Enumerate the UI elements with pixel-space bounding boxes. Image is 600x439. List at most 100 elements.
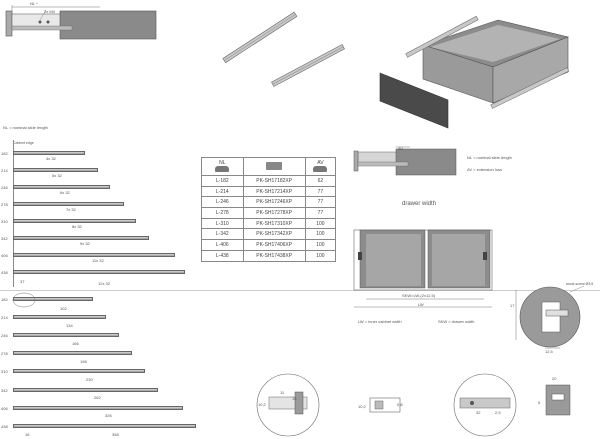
cabinet-edge-line: [13, 140, 14, 287]
row-nl: 246: [1, 185, 8, 190]
row-nl: 438: [1, 424, 8, 429]
cell-article: PK-SH17342XP: [242, 228, 306, 241]
slide-bar: [13, 369, 145, 373]
slide-bar: [13, 297, 93, 301]
rails-illustration: [222, 11, 345, 87]
slide-bar: [13, 236, 149, 240]
cell-av: 77: [304, 196, 337, 209]
cell-av: 77: [304, 207, 337, 219]
col-nl: NL: [201, 157, 244, 176]
row-nl: 214: [1, 315, 8, 320]
screw-label: 2x M4: [44, 9, 55, 14]
section-dim-b: 12,5: [545, 349, 553, 354]
row-nl: 246: [1, 333, 8, 338]
row-nl: 182: [1, 151, 8, 156]
cabinet-edge-label: Cabinet edge: [13, 141, 34, 145]
c1-dim-b: 18: [292, 396, 297, 401]
slide-bar: [13, 168, 98, 172]
slide-bar: [13, 185, 110, 189]
detail-circle-marker: [12, 292, 36, 308]
row-nl: 310: [1, 219, 8, 224]
cell-nl: L-182: [201, 175, 244, 187]
c4-dim-b: 5: [538, 400, 541, 405]
row-dim: 134: [66, 323, 73, 328]
c2-dim-a: 10,2: [358, 404, 366, 409]
c1-dim-c: 10,2: [258, 402, 266, 407]
detail-screw-4: [545, 384, 571, 416]
row-nl: 278: [1, 351, 8, 356]
row-dim: 12x 32: [98, 281, 111, 286]
row-dim: 230: [86, 377, 93, 382]
cell-av: 100: [304, 228, 337, 241]
slide-bar: [13, 202, 124, 206]
slide-bar: [13, 270, 185, 274]
nl-legend-right: NL = nominal slide length: [467, 155, 512, 160]
row-nl: 214: [1, 168, 8, 173]
row-dim: 7x 32: [66, 207, 76, 212]
cell-article: PK-SH17214XP: [242, 185, 306, 198]
cell-nl: L-310: [201, 217, 244, 230]
cell-article: PK-SH17438XP: [242, 249, 306, 262]
row-dim: 5x 32: [52, 173, 62, 178]
cell-av: 77: [304, 185, 337, 198]
slide-bar: [13, 388, 158, 392]
av-legend-right: AV = extension loss: [467, 167, 502, 172]
cell-nl: L-214: [201, 185, 244, 198]
slide-side-view: [5, 5, 157, 40]
col-nl-label: NL: [219, 159, 226, 166]
detail-slot-2: [369, 397, 401, 413]
cell-article: PK-SH17278XP: [242, 207, 306, 219]
c2-dim-b: 0,8: [397, 402, 403, 407]
skw-definition: SKW = drawer width: [438, 319, 475, 324]
av-mark: AV: [398, 146, 404, 151]
slide-bar: [13, 315, 106, 319]
row-dim: 358: [112, 432, 119, 437]
row-nl: 342: [1, 236, 8, 241]
extension-loss-diagram: [353, 146, 457, 176]
drawer-front-view: [353, 229, 493, 308]
slide-bar: [13, 351, 132, 355]
first-offset: 37: [20, 279, 25, 284]
folder-icon: [266, 161, 283, 170]
slide-icon: [313, 165, 328, 172]
cell-nl: L-406: [201, 239, 244, 251]
row-dim: 4x 32: [46, 156, 56, 161]
section-divider: [0, 290, 600, 291]
row-dim: 102: [60, 306, 67, 311]
row-nl: 342: [1, 388, 8, 393]
slide-bar: [13, 151, 85, 155]
section-dim-a: 17: [510, 303, 515, 308]
skw-formula: SKW=LW-(2x12,5): [402, 293, 436, 298]
row-nl: 406: [1, 406, 8, 411]
table-header-row: NL AV: [201, 157, 337, 176]
cell-article: PK-SH17182XP: [242, 175, 306, 187]
row-dim: 9x 32: [80, 241, 90, 246]
cell-av: 100: [304, 217, 337, 230]
cell-av: 62: [304, 175, 337, 187]
slide-bar: [13, 219, 136, 223]
row-dim: 262: [94, 395, 101, 400]
row-dim: 166: [72, 341, 79, 346]
nl-legend-left: NL = nominal slide length: [3, 125, 48, 130]
row-nl: 406: [1, 253, 8, 258]
wood-screw-label: wood-screw Ø3,5: [566, 282, 594, 286]
slide-bar: [13, 333, 119, 337]
detail-circle-3: [453, 373, 517, 437]
slide-bar: [13, 406, 183, 410]
bottom-first-offset: 16: [25, 432, 30, 437]
row-dim: 326: [105, 413, 112, 418]
cell-av: 100: [304, 249, 337, 262]
row-dim: 198: [80, 359, 87, 364]
slide-bar: [13, 253, 175, 257]
detail-circle-1: [256, 373, 320, 437]
c3-dim-b: 2,5: [495, 410, 501, 415]
col-av: AV: [304, 157, 337, 176]
col-article: [242, 157, 306, 176]
cell-nl: L-438: [201, 249, 244, 262]
drawer-3d-illustration: [379, 15, 570, 129]
